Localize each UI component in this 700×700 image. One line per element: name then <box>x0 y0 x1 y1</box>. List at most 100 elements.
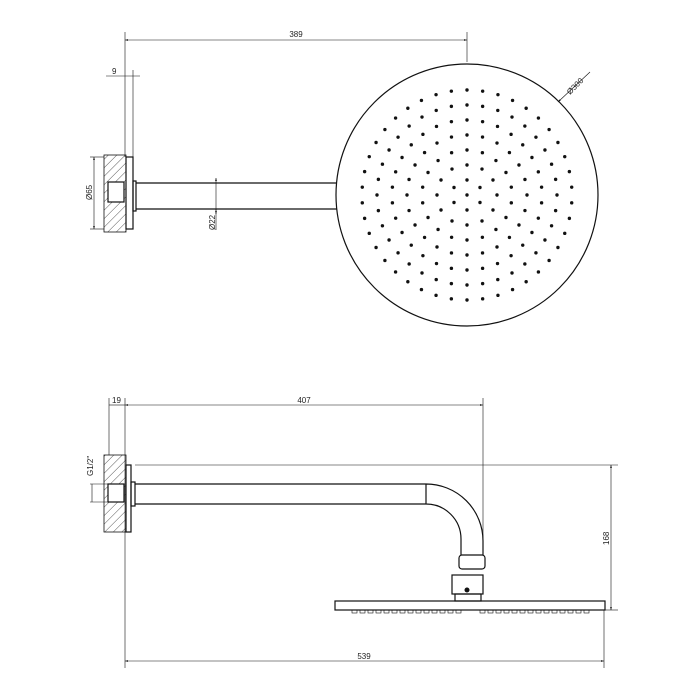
nozzle-hole <box>407 208 411 213</box>
nozzle-hole <box>465 283 469 287</box>
side-nozzle <box>391 609 398 614</box>
nozzle-hole <box>510 287 515 292</box>
nozzle-hole <box>449 251 454 255</box>
dim-539: 539 <box>357 652 371 661</box>
nozzle-hole <box>407 124 411 128</box>
nozzle-hole <box>434 261 439 266</box>
nozzle-hole <box>450 219 454 223</box>
nozzle-hole <box>407 262 411 266</box>
nozzle-hole <box>563 154 567 159</box>
nozzle-hole <box>570 185 574 189</box>
side-nozzle <box>375 609 382 614</box>
nozzle-hole <box>435 245 439 249</box>
side-nozzle <box>519 609 526 614</box>
nozzle-hole <box>524 106 528 110</box>
nozzle-hole <box>555 193 559 197</box>
nozzle-hole <box>422 235 427 240</box>
nozzle-hole <box>547 258 551 263</box>
dim-9: 9 <box>112 67 117 76</box>
nozzle-hole <box>496 277 500 282</box>
side-nozzle <box>479 609 486 614</box>
nozzle-hole <box>419 98 424 103</box>
nozzle-hole <box>396 251 400 255</box>
side-nozzle <box>455 609 462 614</box>
nozzle-hole <box>465 298 469 302</box>
dim-168: 168 <box>602 531 611 545</box>
nozzle-hole <box>400 155 404 160</box>
wall-plate <box>125 464 132 533</box>
side-nozzle <box>543 609 550 614</box>
nozzle-hole <box>390 185 395 189</box>
nozzle-hole <box>420 201 425 205</box>
side-nozzle <box>487 609 494 614</box>
nozzle-hole <box>449 119 454 124</box>
nozzle-hole <box>436 158 440 163</box>
nozzle-hole <box>465 268 469 272</box>
nozzle-hole <box>504 215 508 220</box>
nozzle-hole <box>383 258 387 263</box>
nozzle-hole <box>362 216 367 221</box>
nozzle-hole <box>383 127 387 132</box>
nozzle-hole <box>509 185 514 189</box>
nozzle-hole <box>543 148 547 152</box>
nozzle-hole <box>360 185 364 189</box>
nozzle-hole <box>465 178 469 182</box>
nozzle-hole <box>530 155 534 160</box>
nozzle-hole <box>517 163 521 167</box>
nozzle-hole <box>523 124 527 128</box>
side-nozzle <box>359 609 366 614</box>
nozzle-hole <box>521 243 525 247</box>
nozzle-hole <box>387 238 391 242</box>
nozzle-hole <box>507 150 512 155</box>
side-nozzle <box>511 609 518 614</box>
nozzle-hole <box>407 177 411 182</box>
top-view: 389 9 Ø65 Ø22 Ø300 <box>85 30 599 327</box>
nozzle-hole <box>480 119 485 124</box>
nozzle-hole <box>465 118 469 122</box>
nozzle-hole <box>480 281 485 286</box>
side-nozzle <box>383 609 390 614</box>
nozzle-hole <box>495 124 500 129</box>
nozzle-hole <box>494 227 498 232</box>
nozzle-hole <box>413 223 417 227</box>
nozzle-hole <box>536 270 541 274</box>
nozzle-hole <box>405 193 409 197</box>
nozzle-hole <box>547 127 551 132</box>
side-view: 19 407 G1/2" 168 539 <box>86 396 618 668</box>
nozzle-hole <box>421 253 425 258</box>
nozzle-hole <box>556 245 560 250</box>
nozzle-hole <box>521 143 525 147</box>
nozzle-hole <box>422 150 427 155</box>
nozzle-hole <box>426 170 430 175</box>
nozzle-hole <box>563 231 567 236</box>
nozzle-hole <box>553 177 558 182</box>
nozzle-hole <box>480 89 485 93</box>
side-nozzle <box>439 609 446 614</box>
shower-head <box>335 63 599 327</box>
plate-collar <box>130 481 136 507</box>
nozzle-hole <box>465 103 469 107</box>
nozzle-hole <box>449 281 454 286</box>
nozzle-hole <box>449 135 454 139</box>
shower-head-plate <box>334 600 606 611</box>
dim-thread: G1/2" <box>86 456 95 476</box>
nozzle-hole <box>510 98 515 103</box>
dim-d22: Ø22 <box>208 214 217 230</box>
nozzle-hole <box>480 135 485 139</box>
nozzle-hole <box>549 162 554 166</box>
nozzle-hole <box>439 178 443 182</box>
nozzle-hole <box>387 148 391 152</box>
nozzle-hole <box>549 224 554 228</box>
nozzle-hole <box>465 193 469 197</box>
nozzle-hole <box>420 271 424 275</box>
nozzle-hole <box>536 216 541 220</box>
nozzle-hole <box>434 92 438 97</box>
nozzle-hole <box>480 235 485 239</box>
nozzle-hole <box>434 124 439 129</box>
thread-socket <box>107 181 125 203</box>
side-nozzle <box>527 609 534 614</box>
dim-d65: Ø65 <box>85 184 94 200</box>
nozzle-hole <box>393 116 398 120</box>
nozzle-hole <box>375 193 379 197</box>
nozzle-hole <box>396 135 400 139</box>
